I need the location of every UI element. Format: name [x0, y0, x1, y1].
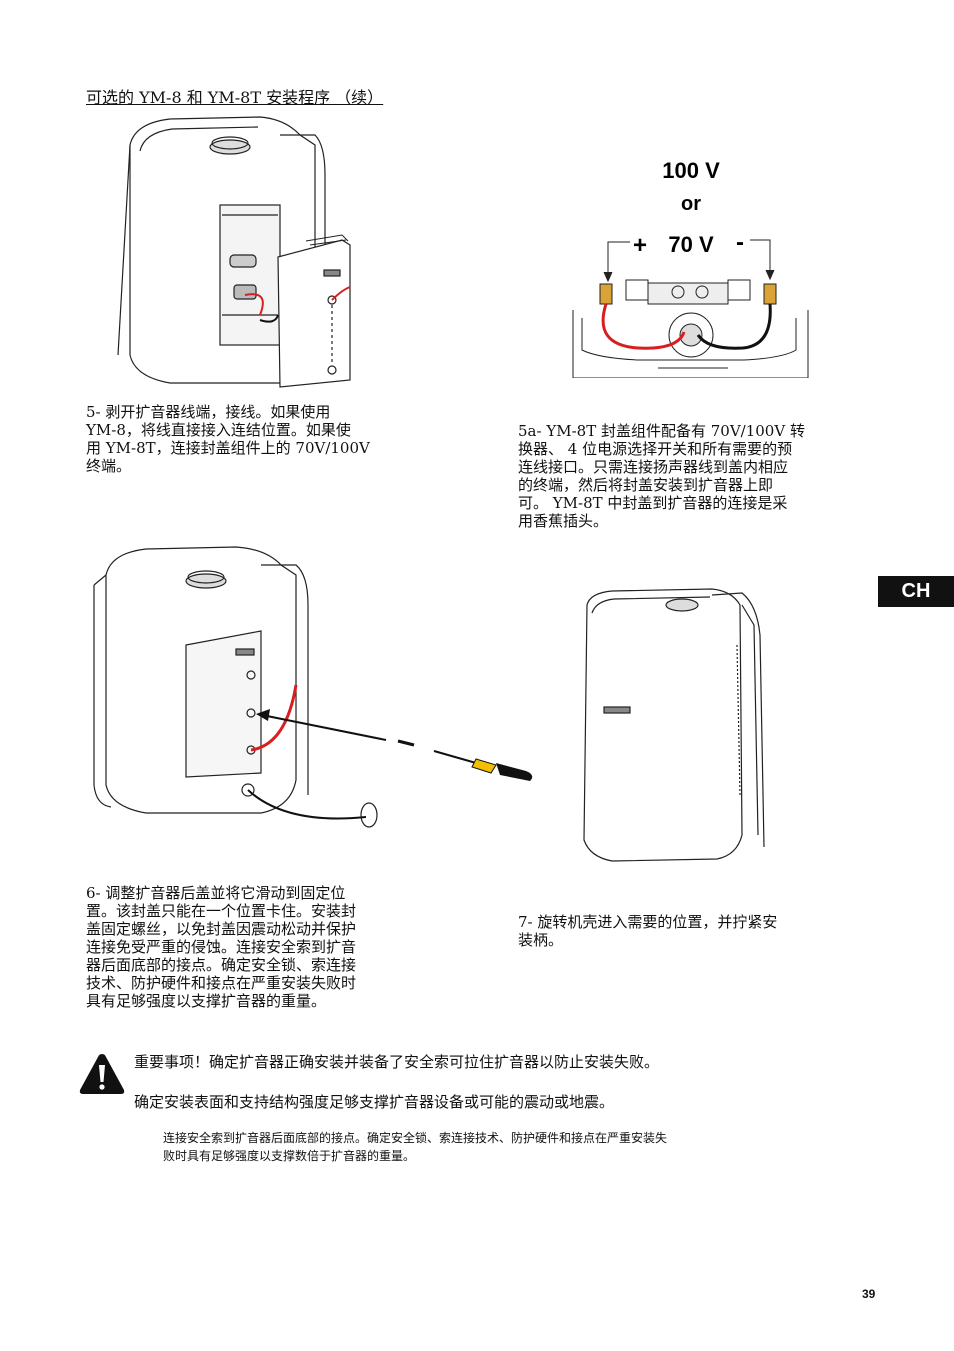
step5-line: 5- 剥开扩音器线端，接线。如果使用: [86, 403, 331, 421]
screw-install-illustration: [93, 546, 533, 828]
step7-line: 装柄。: [518, 931, 564, 949]
step6-line: 器后面底部的接点。确定安全锁、索连接: [86, 956, 357, 974]
section-title: 可选的 YM-8 和 YM-8T 安装程序 （续）: [86, 88, 384, 107]
warning-line-2: 确定安装表面和支持结构强度足够支撑扩音器设备或可能的震动或地震。: [134, 1093, 615, 1111]
or-label: or: [681, 193, 701, 215]
voltage-100-label: 100 V: [662, 158, 720, 183]
step5a-line: 可。 YM-8T 中封盖到扩音器的连接是采: [518, 494, 788, 512]
mounted-speaker-illustration: [583, 588, 765, 862]
step6-line: 6- 调整扩音器后盖並将它滑动到固定位: [86, 884, 346, 902]
voltage-70-label: 70 V: [668, 232, 714, 257]
step6-line: 置。该封盖只能在一个位置卡住。安装封: [86, 902, 357, 920]
minus-sign: -: [736, 229, 744, 256]
step5-line: YM-8，将线直接接入连结位置。如果使: [86, 421, 351, 439]
step5a-text: 5a- YM-8T 封盖组件配备有 70V/100V 转 换器、 4 位电源选择…: [518, 422, 805, 530]
step6-line: 盖固定螺丝，以免封盖因震动松动并保护: [86, 920, 357, 938]
plus-sign: +: [633, 232, 647, 259]
step6-line: 连接免受严重的侵蚀。连接安全索到扩音: [86, 938, 357, 956]
speaker-cover-illustration: [117, 116, 351, 388]
warning-line-1: 重要事项！确定扩音器正确安装并装备了安全索可拉住扩音器以防止安装失败。: [134, 1053, 660, 1071]
step6-text: 6- 调整扩音器后盖並将它滑动到固定位 置。该封盖只能在一个位置卡住。安装封 盖…: [86, 884, 356, 1010]
step5-line: 终端。: [86, 457, 132, 475]
step6-line: 具有足够强度以支撑扩音器的重量。: [86, 992, 327, 1010]
step5-text: 5- 剥开扩音器线端，接线。如果使用 YM-8，将线直接接入连结位置。如果使 用…: [86, 403, 370, 475]
step7-line: 7- 旋转机壳进入需要的位置，并拧紧安: [518, 913, 778, 931]
step7-text: 7- 旋转机壳进入需要的位置，并拧紧安 装柄。: [518, 913, 777, 949]
page-number: 39: [862, 1287, 876, 1301]
language-tab: CH: [878, 576, 954, 607]
step5a-line: 换器、 4 位电源选择开关和所有需要的预: [518, 440, 793, 458]
step5a-line: 连线接口。只需连接扬声器线到盖内相应: [518, 458, 789, 476]
warning-note-line: 败时具有足够强度以支撑数倍于扩音器的重量。: [163, 1149, 416, 1163]
step6-line: 技术、防护硬件和接点在严重安装失败时: [86, 974, 357, 992]
step5a-line: 的终端，然后将封盖安装到扩音器上即: [518, 476, 774, 494]
step5-line: 用 YM-8T，连接封盖组件上的 70V/100V: [86, 439, 370, 457]
warning-note: 连接安全索到扩音器后面底部的接点。确定安全锁、索连接技术、防护硬件和接点在严重安…: [163, 1129, 667, 1165]
step5a-line: 5a- YM-8T 封盖组件配备有 70V/100V 转: [518, 422, 805, 440]
warning-note-line: 连接安全索到扩音器后面底部的接点。确定安全锁、索连接技术、防护硬件和接点在严重安…: [163, 1131, 668, 1145]
warning-triangle-icon: [79, 1054, 125, 1094]
wiring-diagram: 100 V or 70 V + -: [572, 158, 809, 378]
step5a-line: 用香蕉插头。: [518, 512, 609, 530]
